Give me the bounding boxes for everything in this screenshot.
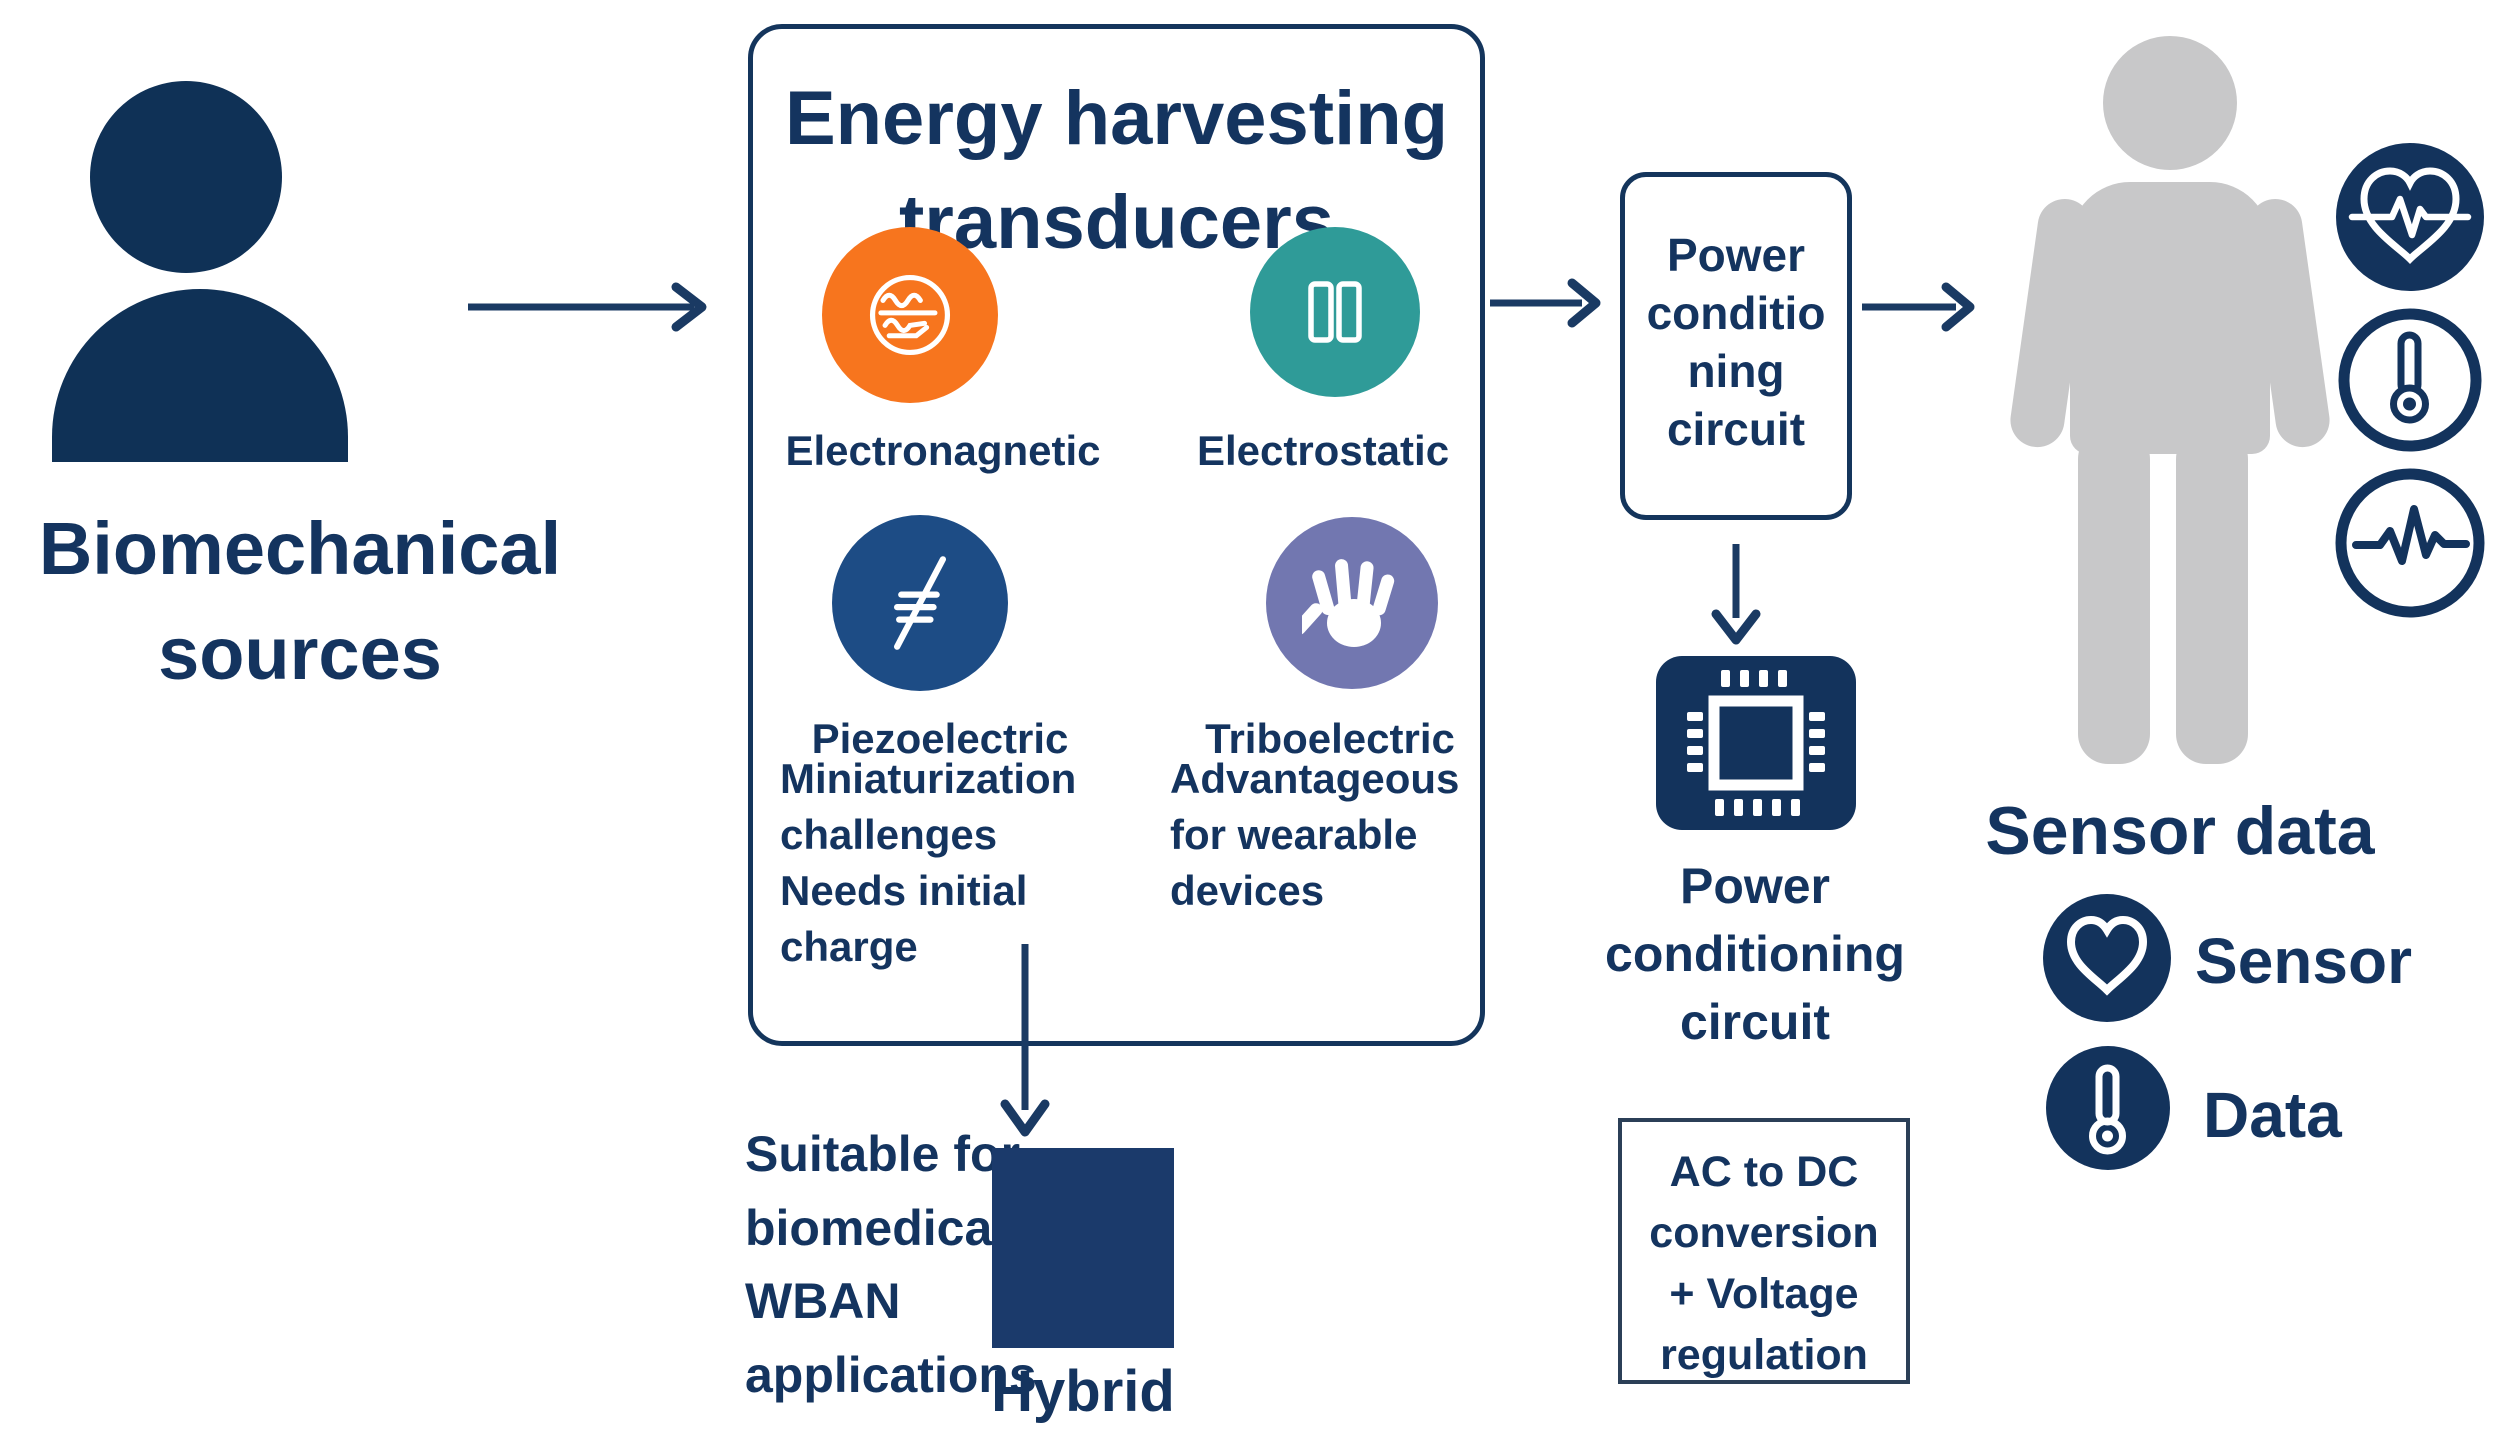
acdc-box: AC to DC conversion + Voltage regulation [1618, 1118, 1910, 1384]
transducer-box-title: Energy harvesting transducers [784, 76, 1449, 266]
legend-data-label: Data [2203, 1079, 2342, 1151]
hybrid-note: Suitable for biomedical/ WBAN applicatio… [745, 1126, 1037, 1403]
electrostatic-label: Electrostatic [1196, 427, 1450, 474]
person-head [90, 81, 282, 273]
electromagnetic-circle [822, 227, 998, 403]
thermometer-icon [2338, 308, 2482, 452]
chip-label: Power conditioning circuit [1605, 858, 1905, 1050]
hybrid-label: Hybrid [991, 1359, 1175, 1424]
power-conditioning-box-label: Power conditio ning circuit [1646, 229, 1826, 455]
arrow-to-wearer [1862, 282, 1975, 332]
electrostatic-circle [1250, 227, 1420, 397]
microchip-icon [1656, 656, 1856, 830]
person-body [52, 289, 348, 462]
biomechanical-sources-label: Biomechanical sources [38, 507, 562, 696]
legend-row-data [2046, 1046, 2170, 1170]
wearer-left-leg [2078, 429, 2150, 764]
hand-icon [1302, 559, 1395, 647]
power-conditioning-box: Power conditio ning circuit [1620, 172, 1852, 520]
heart-icon [2043, 894, 2171, 1022]
electromagnetic-label: Electronagnetic [785, 427, 1101, 474]
arrow-to-hybrid [1000, 944, 1050, 1137]
transducer-box: Energy harvesting transducers Electronag… [748, 24, 1485, 1046]
tribo-note: Advantageous for wearable devices [1170, 755, 1460, 914]
acdc-box-label: AC to DC conversion + Voltage regulation [1649, 1148, 1879, 1380]
arrow-to-power-box [1490, 278, 1601, 328]
legend-sensor-label: Sensor [2195, 925, 2412, 997]
electromagnetic-coil-icon [869, 274, 951, 356]
person-gray-icon [2006, 34, 2334, 774]
piezoelectric-symbol-icon [894, 556, 946, 650]
capacitor-plates-icon [1308, 281, 1362, 343]
pulse-wave-icon [2335, 468, 2485, 618]
arrow-to-chip [1711, 544, 1761, 645]
wearer-head [2103, 36, 2237, 170]
piezo-note: Miniaturization challenges Needs initial… [780, 755, 1077, 970]
arrow-source-to-transducers [468, 282, 707, 332]
legend-row-sensor [2043, 894, 2171, 1022]
piezoelectric-label: Piezoelectric [811, 715, 1069, 762]
hybrid-square [992, 1148, 1174, 1348]
triboelectric-circle [1266, 517, 1438, 689]
triboelectric-label: Triboelectric [1205, 715, 1455, 762]
thermometer-icon [2046, 1046, 2170, 1170]
sensor-data-title: Sensor data [1985, 793, 2375, 869]
wearer-right-leg [2176, 429, 2248, 764]
heart-ecg-icon [2336, 143, 2484, 291]
wearer-torso [2070, 182, 2270, 454]
person-icon [0, 0, 420, 470]
piezoelectric-circle [832, 515, 1008, 691]
